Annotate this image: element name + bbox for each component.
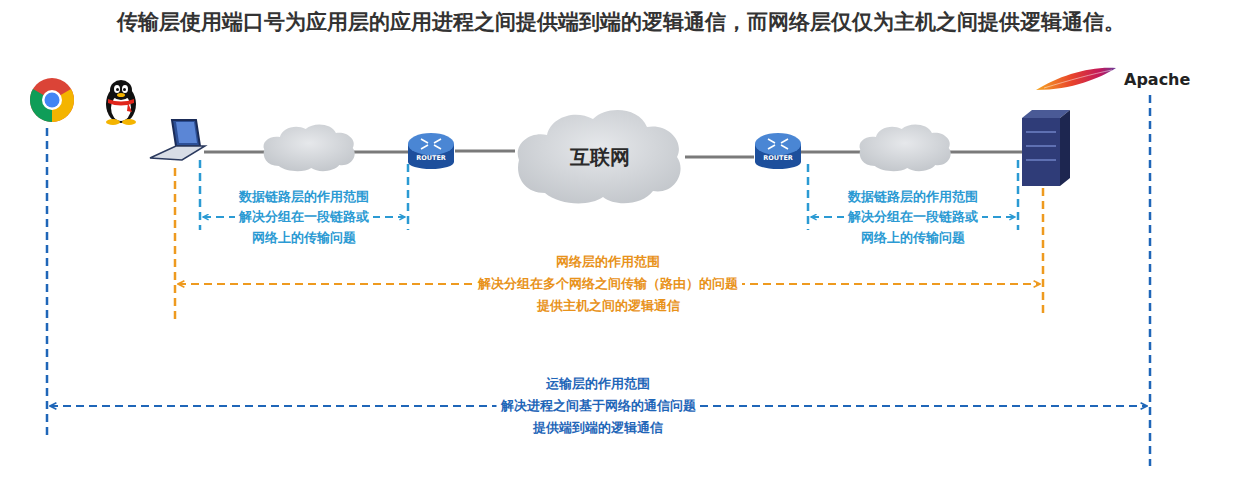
range-label: 提供主机之间的逻辑通信: [533, 298, 684, 314]
range-line: [1042, 188, 1045, 318]
range-label: 解决分组在多个网络之间传输（路由）的问题: [474, 276, 742, 292]
range-label: 提供端到端的逻辑通信: [529, 420, 667, 436]
brand-label: Apache: [1120, 70, 1194, 90]
range-line: [807, 164, 810, 230]
router-node: ROUTER: [754, 132, 802, 170]
chrome-icon: [30, 78, 74, 122]
cloud: [860, 124, 951, 171]
qq-icon: [106, 80, 136, 125]
router-shape: [754, 132, 802, 170]
server-icon: [1022, 110, 1070, 186]
apache-feather: [1036, 68, 1116, 90]
router-label: ROUTER: [416, 155, 446, 162]
range-label: 数据链路层的作用范围: [844, 189, 982, 205]
router-shape: [407, 132, 455, 170]
range-line: [407, 164, 410, 230]
range-line: [199, 160, 202, 230]
range-label: 解决分组在一段链路或: [844, 209, 982, 225]
range-line: [46, 128, 49, 440]
range-label: 数据链路层的作用范围: [235, 189, 373, 205]
range-label: 运输层的作用范围: [542, 376, 654, 392]
range-label: 解决分组在一段链路或: [235, 209, 373, 225]
cloud: [264, 124, 355, 171]
network-wire: [455, 150, 515, 153]
network-wire: [685, 156, 754, 159]
range-label: 网络上的传输问题: [248, 230, 360, 246]
laptop-icon: [150, 120, 205, 160]
title: 传输层使用端口号为应用层的应用进程之间提供端到端的逻辑通信，而网络层仅仅为主机之…: [117, 8, 1125, 36]
network-cloud: 互联网: [515, 105, 685, 210]
router-label: ROUTER: [763, 155, 793, 162]
cloud-label: 互联网: [570, 147, 630, 167]
range-line: [1017, 160, 1020, 230]
router-node: ROUTER: [407, 132, 455, 170]
range-label: 网络上的传输问题: [857, 230, 969, 246]
range-line: [174, 168, 177, 322]
range-line: [1149, 95, 1152, 466]
range-label: 网络层的作用范围: [552, 254, 664, 270]
range-label: 解决进程之间基于网络的通信问题: [497, 398, 700, 414]
